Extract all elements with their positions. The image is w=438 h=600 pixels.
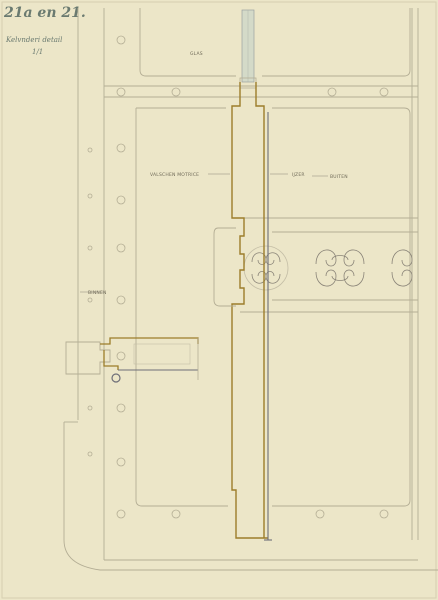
label-oak-moulding: VALSCHEN MOTRICE [150, 172, 199, 178]
label-glass: GLAS [190, 51, 203, 57]
middle-panel [135, 107, 411, 507]
ornament-rail [240, 217, 418, 313]
sheet-number: 21a en 21. [3, 5, 86, 21]
label-inside: BINNEN [88, 290, 107, 296]
left-section [65, 337, 199, 383]
wooden-stile [231, 82, 268, 539]
label-iron: IJZER [292, 172, 305, 178]
rivet-holes [87, 35, 389, 519]
scroll-ornament [243, 245, 413, 291]
hinge-block [213, 227, 236, 307]
glass-pane [239, 9, 257, 89]
top-panel [104, 8, 418, 98]
iron-profile [264, 112, 272, 541]
sheet-scale: 1/1 [32, 48, 43, 56]
label-outside: BUITEN [330, 174, 348, 180]
sheet-note: Kelvnderi detail [5, 36, 62, 44]
leader-lines [80, 173, 328, 293]
